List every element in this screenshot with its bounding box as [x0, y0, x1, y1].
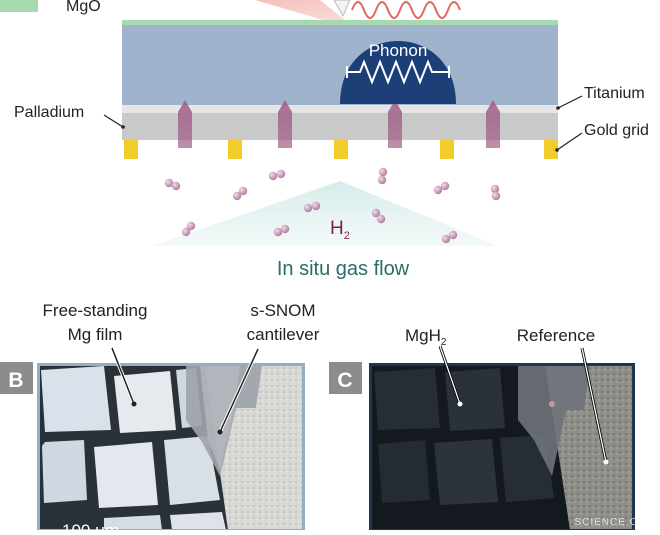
panel-c-hydride-leader [439, 345, 461, 405]
mgo-legend-label: MgO [66, 0, 101, 15]
panel-b-film-label-line2: Mg film [68, 325, 123, 344]
h2-molecule [181, 221, 196, 237]
h2-molecule [371, 208, 386, 224]
panel-c-reference-label: Reference [517, 326, 595, 345]
diffusion-pillar [486, 100, 500, 148]
phonon-label: Phonon [369, 41, 428, 60]
panel-c-tag: C [337, 369, 352, 392]
mg-film-window [170, 512, 226, 530]
diffusion-pillar [278, 100, 292, 148]
panel-b-tag: B [8, 369, 23, 392]
laser-beam [255, 0, 345, 22]
scattered-light-wave [351, 1, 461, 19]
panel-c-cantilever [518, 365, 590, 476]
panel-c-hydride-main: MgH [405, 326, 441, 345]
titanium-leader [557, 95, 583, 109]
panel-c-hydride-sub: 2 [441, 337, 447, 348]
gold-grid-block [228, 140, 242, 159]
panel-b-film-label-line1: Free-standing [43, 301, 148, 320]
panel-b-scale-bar: 100 μm [62, 521, 119, 530]
gold-grid-leader [556, 132, 583, 151]
h2-molecule [232, 186, 248, 201]
panel-c-hydride-label: MgH2 [405, 326, 447, 348]
watermark: SCIENCE.COM [574, 517, 656, 528]
diffusion-pillar [178, 100, 192, 148]
panel-b-film-leader [111, 347, 135, 405]
gold-grid [124, 140, 558, 159]
hydrogen-molecules [164, 167, 501, 244]
panel-b-cantilever-leader [219, 348, 259, 433]
panel-b-micrograph [37, 363, 305, 532]
mgh2-window [378, 440, 430, 503]
h2-molecule [433, 181, 450, 195]
mg-film-window [94, 442, 158, 508]
flow-label: In situ gas flow [277, 258, 410, 280]
mg-film-window [41, 366, 111, 432]
panel-b-cantilever-label-line2: cantilever [247, 325, 320, 344]
gold-grid-block [334, 140, 348, 159]
h2-molecule [303, 201, 321, 213]
mgo-legend-swatch [0, 0, 38, 12]
h2-label-main: H [330, 218, 344, 239]
mgh2-window [434, 439, 498, 505]
diffusion-pillar [388, 100, 402, 148]
gold-grid-block [124, 140, 138, 159]
h2-molecule [490, 184, 501, 201]
gold-grid-block [440, 140, 454, 159]
mgh2-window [374, 368, 440, 430]
gold-grid-label: Gold grid [584, 122, 649, 139]
mgo-layer [122, 20, 558, 25]
titanium-label: Titanium [584, 85, 645, 102]
panel-c-reference-leader [581, 347, 607, 463]
titanium-layer [122, 105, 558, 113]
afm-tip-icon [333, 0, 351, 18]
phonon-spring-icon [346, 59, 450, 85]
h2-label: H2 [330, 218, 350, 242]
h2-molecule [273, 224, 290, 237]
palladium-leader [103, 114, 124, 128]
h2-label-sub: 2 [344, 230, 350, 242]
panel-b-tag-bg [0, 362, 33, 394]
panel-c-tag-bg [329, 362, 362, 394]
palladium-label: Palladium [14, 104, 84, 121]
diffusion-pillars [178, 100, 500, 148]
gold-grid-block [544, 140, 558, 159]
mg-layer [122, 25, 558, 105]
gas-flow-triangle [152, 181, 498, 246]
panel-b-cantilever-label-line1: s-SNOM [250, 301, 315, 320]
h2-molecule [268, 169, 286, 181]
mgh2-window [445, 368, 505, 431]
palladium-layer [122, 113, 558, 140]
mg-film-window [114, 371, 176, 433]
mg-film-window [164, 436, 220, 505]
mg-film-window [42, 440, 87, 503]
h2-molecule [377, 167, 388, 185]
h2-molecule [164, 178, 181, 191]
mg-film-window [104, 515, 162, 530]
phonon-dome [340, 41, 456, 104]
h2-molecule [441, 230, 458, 244]
panel-c-micrograph [369, 363, 635, 532]
